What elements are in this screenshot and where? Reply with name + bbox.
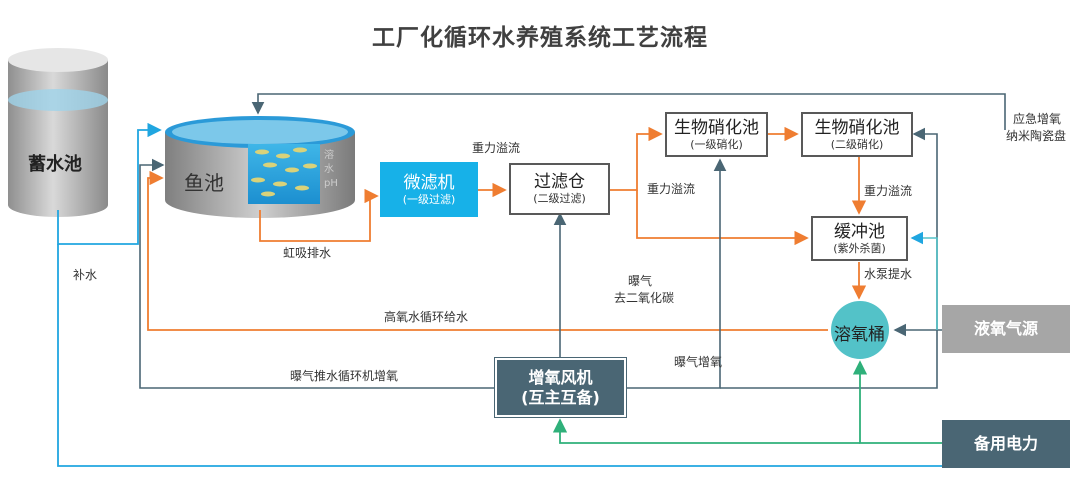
- filter-tank-box: 过滤仓 (二级过滤): [509, 163, 610, 215]
- buffer-tank-sub: (紫外杀菌): [833, 241, 886, 255]
- label-pump-lift: 水泵提水: [864, 267, 913, 281]
- label-emergency-1: 应急增氧: [1013, 112, 1062, 126]
- page-title: 工厂化循环水养殖系统工艺流程: [372, 25, 708, 51]
- liquid-oxygen-box: 液氧气源: [942, 305, 1070, 353]
- microfilter-name: 微滤机: [403, 172, 455, 193]
- pond-sensor-1: 溶: [324, 150, 334, 161]
- blower-name: 增氧风机: [528, 367, 593, 387]
- pond-sensor-3: pH: [324, 178, 338, 189]
- buffer-tank-box: 缓冲池 (紫外杀菌): [811, 216, 908, 261]
- bio-tank-1-sub: (一级硝化): [690, 137, 743, 151]
- oxygen-tank-label: 溶氧桶: [834, 325, 885, 345]
- blower-sub: (互主互备): [521, 387, 600, 407]
- filter-tank-name: 过滤仓: [534, 172, 585, 192]
- fish-pond-label: 鱼池: [184, 171, 224, 195]
- backup-power-name: 备用电力: [973, 434, 1038, 453]
- microfilter-sub: (一级过滤): [402, 192, 456, 206]
- label-gravity-overflow-2: 重力溢流: [647, 182, 696, 196]
- fish-pond: [165, 116, 355, 218]
- bio-tank-2-box: 生物硝化池 (二级硝化): [801, 112, 913, 157]
- liquid-oxygen-name: 液氧气源: [973, 319, 1038, 338]
- label-high-oxygen-supply: 高氧水循环给水: [384, 310, 469, 324]
- backup-power-box: 备用电力: [942, 420, 1070, 468]
- label-gravity-overflow-1: 重力溢流: [472, 141, 521, 155]
- bio-tank-2-name: 生物硝化池: [814, 117, 900, 138]
- microfilter-box: 微滤机 (一级过滤): [380, 162, 478, 217]
- oxygen-tank-shape: [831, 301, 889, 359]
- pond-sensor-2: 水: [324, 164, 334, 175]
- label-emergency-2: 纳米陶瓷盘: [1006, 129, 1067, 143]
- label-gravity-overflow-3: 重力溢流: [864, 184, 913, 198]
- reservoir-tank: [8, 48, 108, 217]
- label-aeration-1: 曝气: [628, 274, 653, 288]
- label-aeration-boost: 曝气增氧: [674, 355, 723, 369]
- bio-tank-1-box: 生物硝化池 (一级硝化): [665, 112, 768, 157]
- label-aeration-push: 曝气推水循环机增氧: [290, 369, 399, 383]
- filter-tank-sub: (二级过滤): [533, 192, 586, 205]
- reservoir-label: 蓄水池: [28, 154, 82, 175]
- label-aeration-2: 去二氧化碳: [614, 291, 675, 305]
- blower-box: 增氧风机 (互主互备): [494, 357, 627, 418]
- label-refill: 补水: [73, 268, 98, 282]
- bio-tank-2-sub: (二级硝化): [830, 137, 884, 151]
- buffer-tank-name: 缓冲池: [834, 221, 885, 242]
- bio-tank-1-name: 生物硝化池: [674, 117, 759, 138]
- label-siphon-drain: 虹吸排水: [283, 246, 332, 260]
